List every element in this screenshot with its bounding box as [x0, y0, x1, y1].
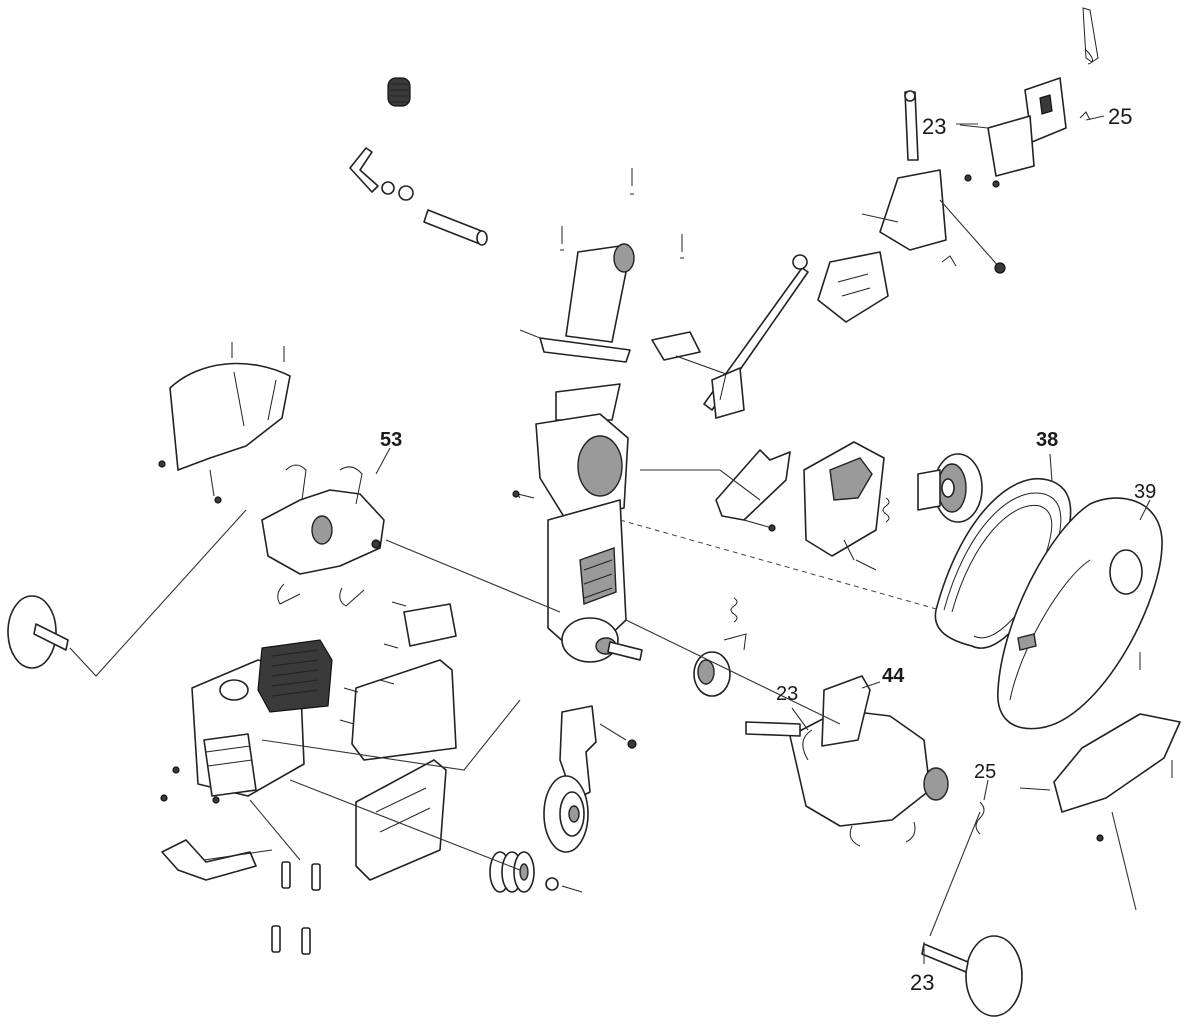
assembly-leader-lines	[249, 469, 941, 871]
callout-25-mid: 25	[974, 761, 996, 783]
support-wheel-arm-part	[161, 839, 273, 881]
belt-idler-bracket-part	[715, 449, 791, 532]
engine-part	[160, 639, 333, 804]
right-side-disc-part	[921, 811, 1023, 1017]
engine-base-bracket-part	[355, 759, 447, 881]
upper-frame-bracket-part	[519, 243, 635, 363]
handle-mount-bracket-part	[861, 169, 1006, 274]
callout-38: 38	[1036, 429, 1058, 451]
idler-pulley-part	[917, 453, 983, 523]
callout-53: 53	[380, 429, 402, 451]
pulley-housing-part	[803, 441, 885, 571]
callout-39: 39	[1134, 481, 1156, 503]
right-tine-shield-part	[1019, 652, 1181, 911]
handle-bar-part	[703, 254, 809, 419]
hitch-pin-part	[975, 801, 985, 835]
bolt-set-top	[560, 168, 684, 259]
handle-hook-part	[1082, 7, 1099, 65]
callout-23-mid: 23	[776, 683, 798, 705]
left-tine-shield-part	[158, 342, 291, 504]
callout-23-bottom: 23	[910, 970, 934, 995]
clutch-lever-part	[651, 331, 727, 401]
tensioner-spring-part	[730, 497, 890, 623]
spring-part	[387, 77, 411, 107]
handle-lower-plate-part	[817, 251, 889, 323]
right-tine-assembly-part	[745, 675, 949, 847]
left-side-disc-part	[7, 509, 247, 677]
callout-leaders	[375, 115, 1151, 964]
engine-mount-plate-part	[339, 601, 457, 761]
engine-bolts-part	[271, 861, 321, 955]
depth-pin-part	[349, 147, 488, 246]
engine-pulley-part	[489, 851, 583, 893]
tensioner-roller-part	[693, 633, 747, 697]
transport-wheel-part	[543, 775, 589, 853]
callout-44: 44	[882, 665, 905, 687]
left-tine-assembly-part	[261, 464, 385, 607]
handle-height-bracket-part	[959, 77, 1091, 188]
belt-cover-part	[997, 497, 1163, 730]
gearbox-housing-part	[512, 383, 643, 663]
handle-pin-part	[904, 90, 919, 161]
callout-25-top: 25	[1108, 104, 1132, 129]
callout-23-top: 23	[922, 114, 946, 139]
